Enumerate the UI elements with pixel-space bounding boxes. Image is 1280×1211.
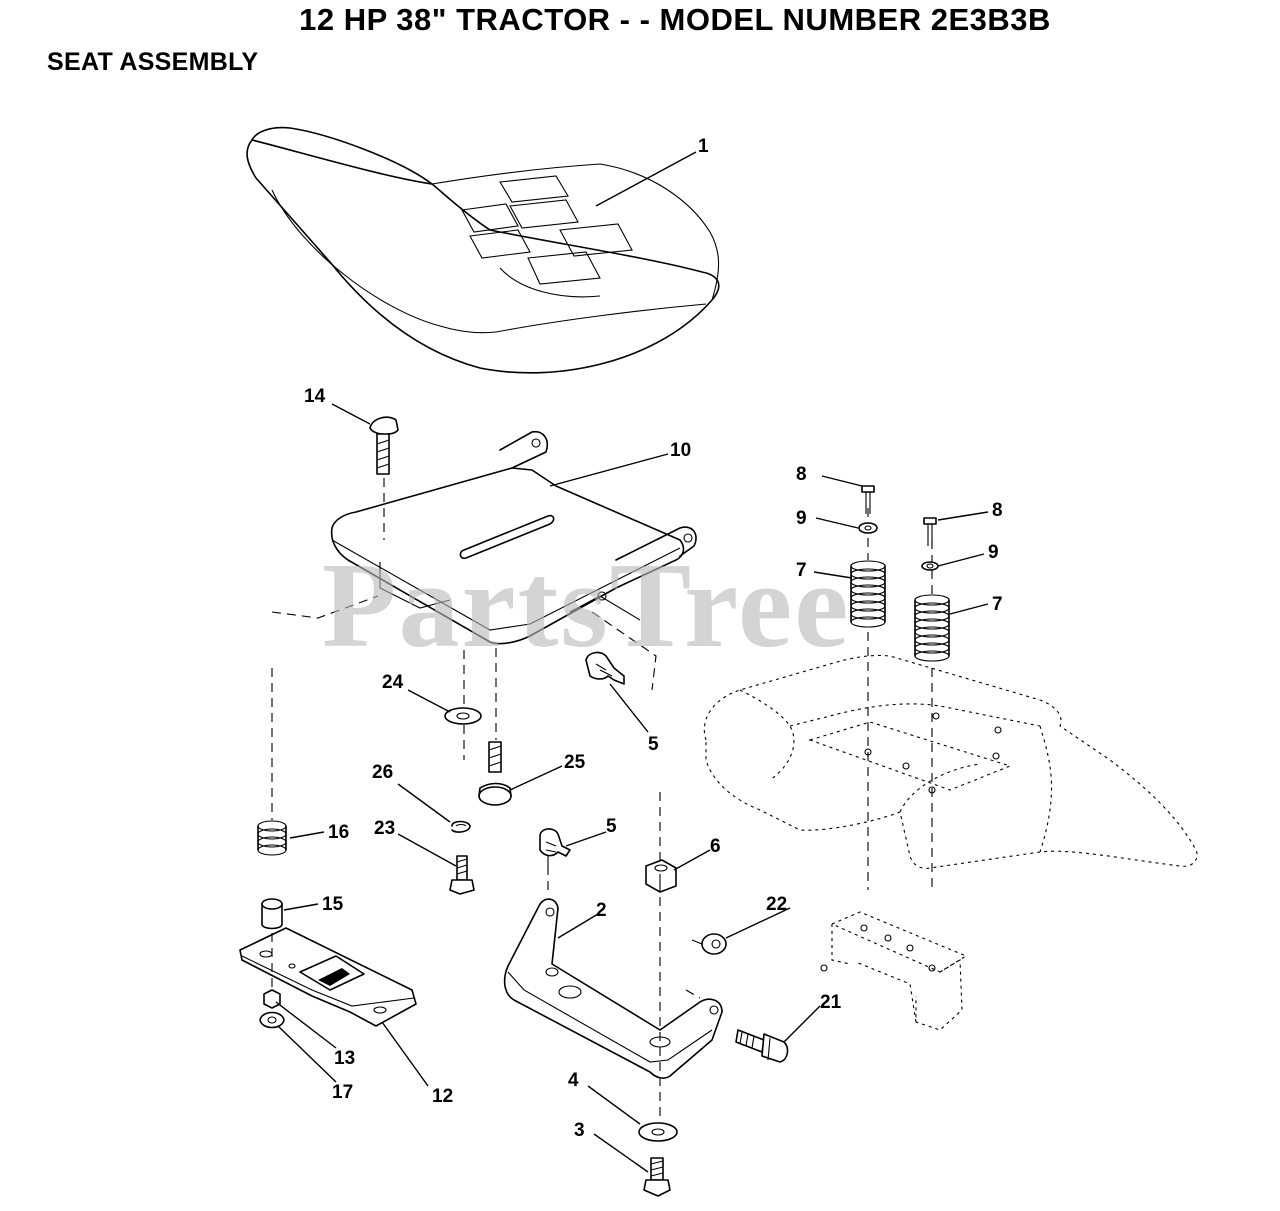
part-washer-24 [444, 707, 482, 725]
callout-24: 24 [382, 672, 404, 693]
callout-4: 4 [568, 1070, 579, 1091]
leader-lines [275, 151, 989, 1173]
callout-22: 22 [766, 894, 787, 915]
callout-7-left: 7 [796, 560, 807, 581]
callout-3: 3 [574, 1120, 585, 1141]
part-seat [246, 126, 720, 374]
part-clip-upper [585, 651, 625, 685]
callout-12: 12 [432, 1086, 453, 1107]
part-bushing [691, 933, 727, 955]
callout-17: 17 [332, 1082, 353, 1103]
callout-2: 2 [596, 900, 607, 921]
callout-16: 16 [328, 822, 349, 843]
callout-15: 15 [322, 894, 344, 915]
part-base-plate [239, 927, 417, 1027]
callout-5-lower: 5 [606, 816, 617, 837]
callout-21: 21 [820, 992, 842, 1013]
part-nut-small [263, 989, 281, 1009]
part-seat-pan [330, 430, 697, 645]
callout-23: 23 [374, 818, 395, 839]
center-lines [271, 478, 933, 1116]
callout-10: 10 [670, 440, 691, 461]
part-bolt-21 [735, 1029, 789, 1063]
callout-1: 1 [698, 136, 709, 157]
section-title: SEAT ASSEMBLY [47, 48, 259, 76]
reference-fender [703, 654, 1198, 1031]
diagram-title: 12 HP 38" TRACTOR - - MODEL NUMBER 2E3B3… [299, 2, 1051, 37]
part-nut [645, 859, 677, 893]
part-spring-small [257, 820, 287, 856]
callout-9-left: 9 [796, 508, 807, 529]
callout-14: 14 [304, 386, 326, 407]
part-washer-17 [259, 1011, 285, 1029]
part-shoulder-bolt [478, 741, 512, 806]
part-retaining-ring [451, 820, 471, 833]
part-bolt-23 [449, 855, 475, 895]
part-carriage-bolt [369, 416, 399, 475]
callout-5-upper: 5 [648, 734, 659, 755]
part-washer-4 [638, 1122, 678, 1142]
callout-labels: 1 14 10 8 9 8 9 7 7 24 5 25 26 5 16 23 6… [304, 136, 1003, 1141]
callout-13: 13 [334, 1048, 355, 1069]
part-spacer [261, 898, 283, 930]
part-seat-bracket [503, 898, 723, 1079]
callout-8-left: 8 [796, 464, 807, 485]
callout-26: 26 [372, 762, 393, 783]
part-bolt-3 [643, 1157, 671, 1197]
part-spring-left [850, 485, 886, 628]
part-clip-lower [539, 828, 571, 866]
callout-8-right: 8 [992, 500, 1003, 521]
callout-6: 6 [710, 836, 721, 857]
watermark: PartsTree [322, 538, 851, 673]
callout-9-right: 9 [988, 542, 999, 563]
callout-25: 25 [564, 752, 586, 773]
callout-7-right: 7 [992, 594, 1003, 615]
part-spring-right [914, 517, 950, 662]
